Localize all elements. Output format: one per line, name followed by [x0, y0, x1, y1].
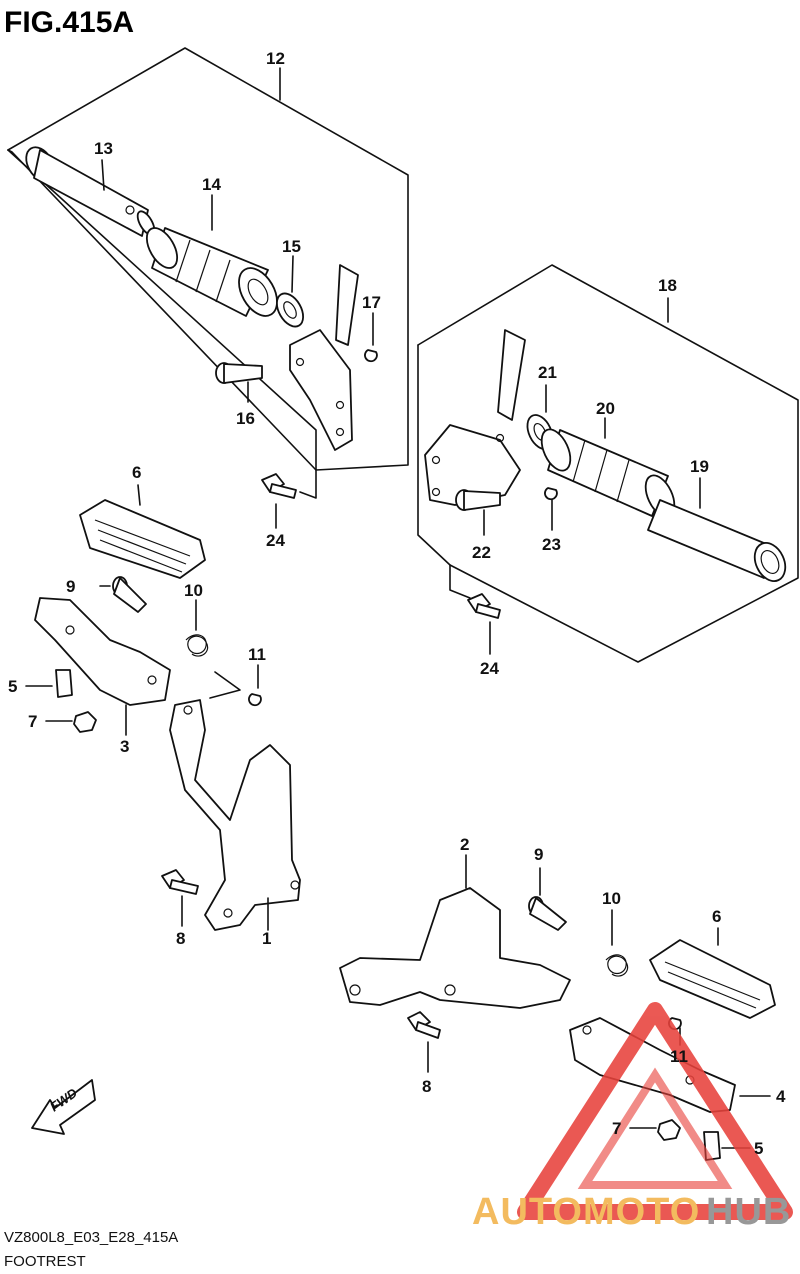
label-24-left: 24 — [266, 531, 285, 550]
pin-16 — [215, 362, 263, 403]
footrest-rubber-6-left — [79, 484, 206, 579]
shaft-19 — [647, 477, 787, 582]
grip-14 — [145, 194, 278, 317]
label-22: 22 — [472, 543, 491, 562]
label-13: 13 — [94, 139, 113, 158]
clip-23 — [544, 487, 558, 531]
model-code: VZ800L8_E03_E28_415A — [4, 1229, 178, 1246]
label-9-right: 9 — [534, 845, 543, 864]
label-8-left: 8 — [176, 929, 185, 948]
label-18: 18 — [658, 276, 677, 295]
label-11-left: 11 — [248, 645, 266, 664]
figure-title: FIG.415A — [4, 6, 134, 39]
bolt-24-left — [261, 469, 317, 529]
label-7-right: 7 — [612, 1119, 621, 1138]
bolt-8-right — [407, 1011, 441, 1073]
label-11-right: 11 — [670, 1047, 688, 1066]
label-16: 16 — [236, 409, 255, 428]
footrest-rubber-6-right — [649, 927, 776, 1019]
label-15: 15 — [282, 237, 301, 256]
assembly-box-18 — [417, 264, 799, 663]
clip-11-left — [209, 664, 262, 707]
pin-9-right — [528, 867, 567, 931]
pin-22 — [455, 489, 501, 536]
spring-10-right — [605, 909, 629, 977]
label-4: 4 — [776, 1087, 786, 1106]
passenger-bracket-1 — [169, 699, 301, 931]
section-name: FOOTREST — [4, 1253, 86, 1270]
nut-7-left — [45, 711, 97, 733]
label-23: 23 — [542, 535, 561, 554]
assembly-box-12 — [7, 47, 409, 471]
label-3: 3 — [120, 737, 129, 756]
label-6-right: 6 — [712, 907, 721, 926]
label-8-right: 8 — [422, 1077, 431, 1096]
label-21: 21 — [538, 363, 557, 382]
label-10-left: 10 — [184, 581, 203, 600]
label-20: 20 — [596, 399, 615, 418]
nut-7-right — [629, 1119, 681, 1141]
spring-10-left — [185, 599, 209, 657]
label-24-right: 24 — [480, 659, 499, 678]
label-5-left: 5 — [8, 677, 17, 696]
watermark-brand-2: HUB — [706, 1191, 791, 1233]
bolt-5-left — [25, 669, 73, 698]
shaft-13 — [25, 146, 156, 237]
watermark-brand-1: AUTOMOTO — [472, 1191, 700, 1233]
footrest-holder-3 — [34, 597, 171, 736]
label-2: 2 — [460, 835, 469, 854]
washer-15 — [275, 255, 305, 328]
clip-17 — [364, 312, 378, 363]
watermark-triangle — [517, 1002, 793, 1220]
footrest-plate-12 — [289, 264, 359, 451]
bolt-24-right — [467, 593, 501, 655]
label-19: 19 — [690, 457, 709, 476]
pin-9-left — [99, 576, 147, 613]
label-17: 17 — [362, 293, 381, 312]
label-5-right: 5 — [754, 1139, 763, 1158]
label-10-right: 10 — [602, 889, 621, 908]
footrest-plate-18 — [424, 329, 526, 506]
fwd-badge: FWD — [31, 1079, 96, 1135]
label-12: 12 — [266, 49, 285, 68]
bolt-8-left — [161, 869, 199, 927]
part-labels: 12 13 14 15 17 16 24 18 21 20 19 22 23 2… — [8, 49, 786, 1158]
label-6-left: 6 — [132, 463, 141, 482]
bracket-2 — [339, 854, 571, 1009]
label-7-left: 7 — [28, 712, 37, 731]
watermark: AUTOMOTO HUB — [472, 1002, 793, 1233]
label-9-left: 9 — [66, 577, 75, 596]
label-14: 14 — [202, 175, 221, 194]
label-1: 1 — [262, 929, 271, 948]
